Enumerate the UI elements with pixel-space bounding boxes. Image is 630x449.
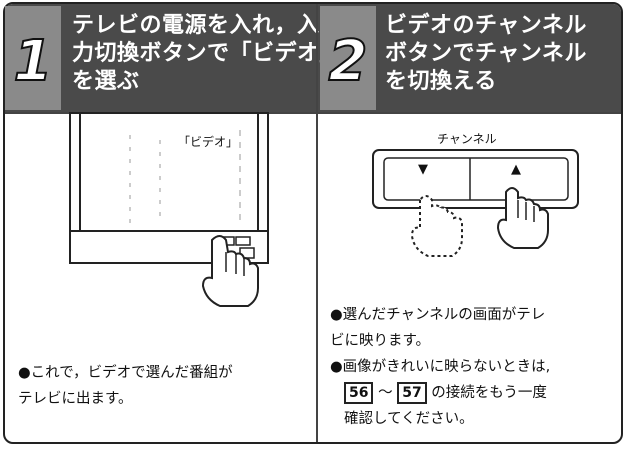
- step-2-bullet-2-line-1: ●画像がきれいに映らないときは,: [330, 359, 551, 375]
- step-1-number: 1: [13, 29, 54, 94]
- channel-label: チャンネル: [437, 132, 497, 146]
- header-band: [5, 4, 621, 112]
- step-2-number: 2: [328, 29, 369, 94]
- tv-screen-label: 「ビデオ」: [178, 135, 239, 149]
- column-divider: [316, 4, 318, 442]
- step-1-bullet: ●これで，ビデオで選んだ番組が テレビに出ます。: [18, 365, 233, 407]
- step-2-bullet-2-mid: の接続をもう一度: [431, 385, 547, 401]
- step-2-bullet-2: ●画像がきれいに映らないときは, 56 ～ 57 の接続をもう一度 確認してくだ…: [330, 354, 550, 432]
- step-2-bullet-2-line-3: 確認してください。: [344, 411, 474, 427]
- step-2-bullet-2-line-2: 56 ～ 57 の接続をもう一度: [330, 380, 550, 406]
- ref-separator: ～: [378, 385, 393, 401]
- ref-page-56: 56: [344, 382, 374, 404]
- step-2-title: ビデオのチャンネル ボタンでチャンネル を切換える: [385, 13, 587, 94]
- step-1-title: テレビの電源を入れ，入 力切換ボタンで「ビデオ」 を選ぶ: [72, 13, 343, 94]
- channel-up-button: ▲: [511, 162, 521, 177]
- step-2-badge: 2: [320, 6, 376, 110]
- channel-down-button: ▼: [418, 162, 428, 177]
- step-1-badge: 1: [5, 6, 61, 110]
- ref-page-57: 57: [397, 382, 427, 404]
- header-bottom-rule: [5, 112, 621, 114]
- step-2-bullet-1: ●選んだチャンネルの画面がテレ ビに映ります。: [330, 307, 546, 349]
